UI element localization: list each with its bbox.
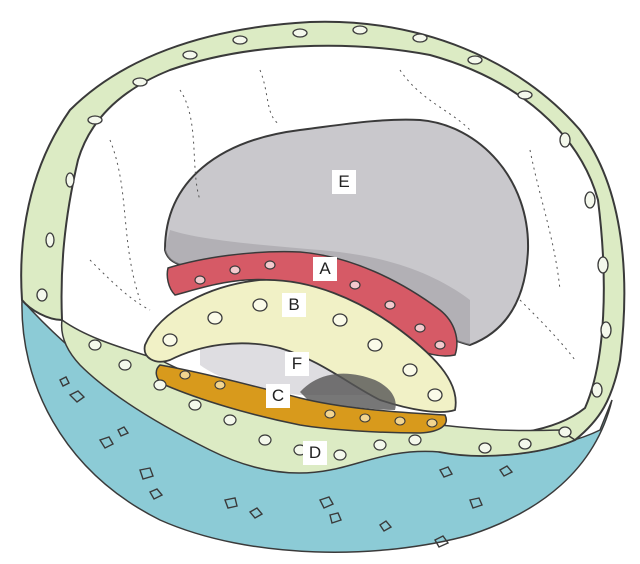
label-f: F [285, 352, 309, 376]
label-d: D [303, 441, 327, 465]
label-e: E [332, 170, 356, 194]
label-b: B [282, 293, 306, 317]
label-a: A [313, 257, 337, 281]
label-c: C [266, 384, 290, 408]
